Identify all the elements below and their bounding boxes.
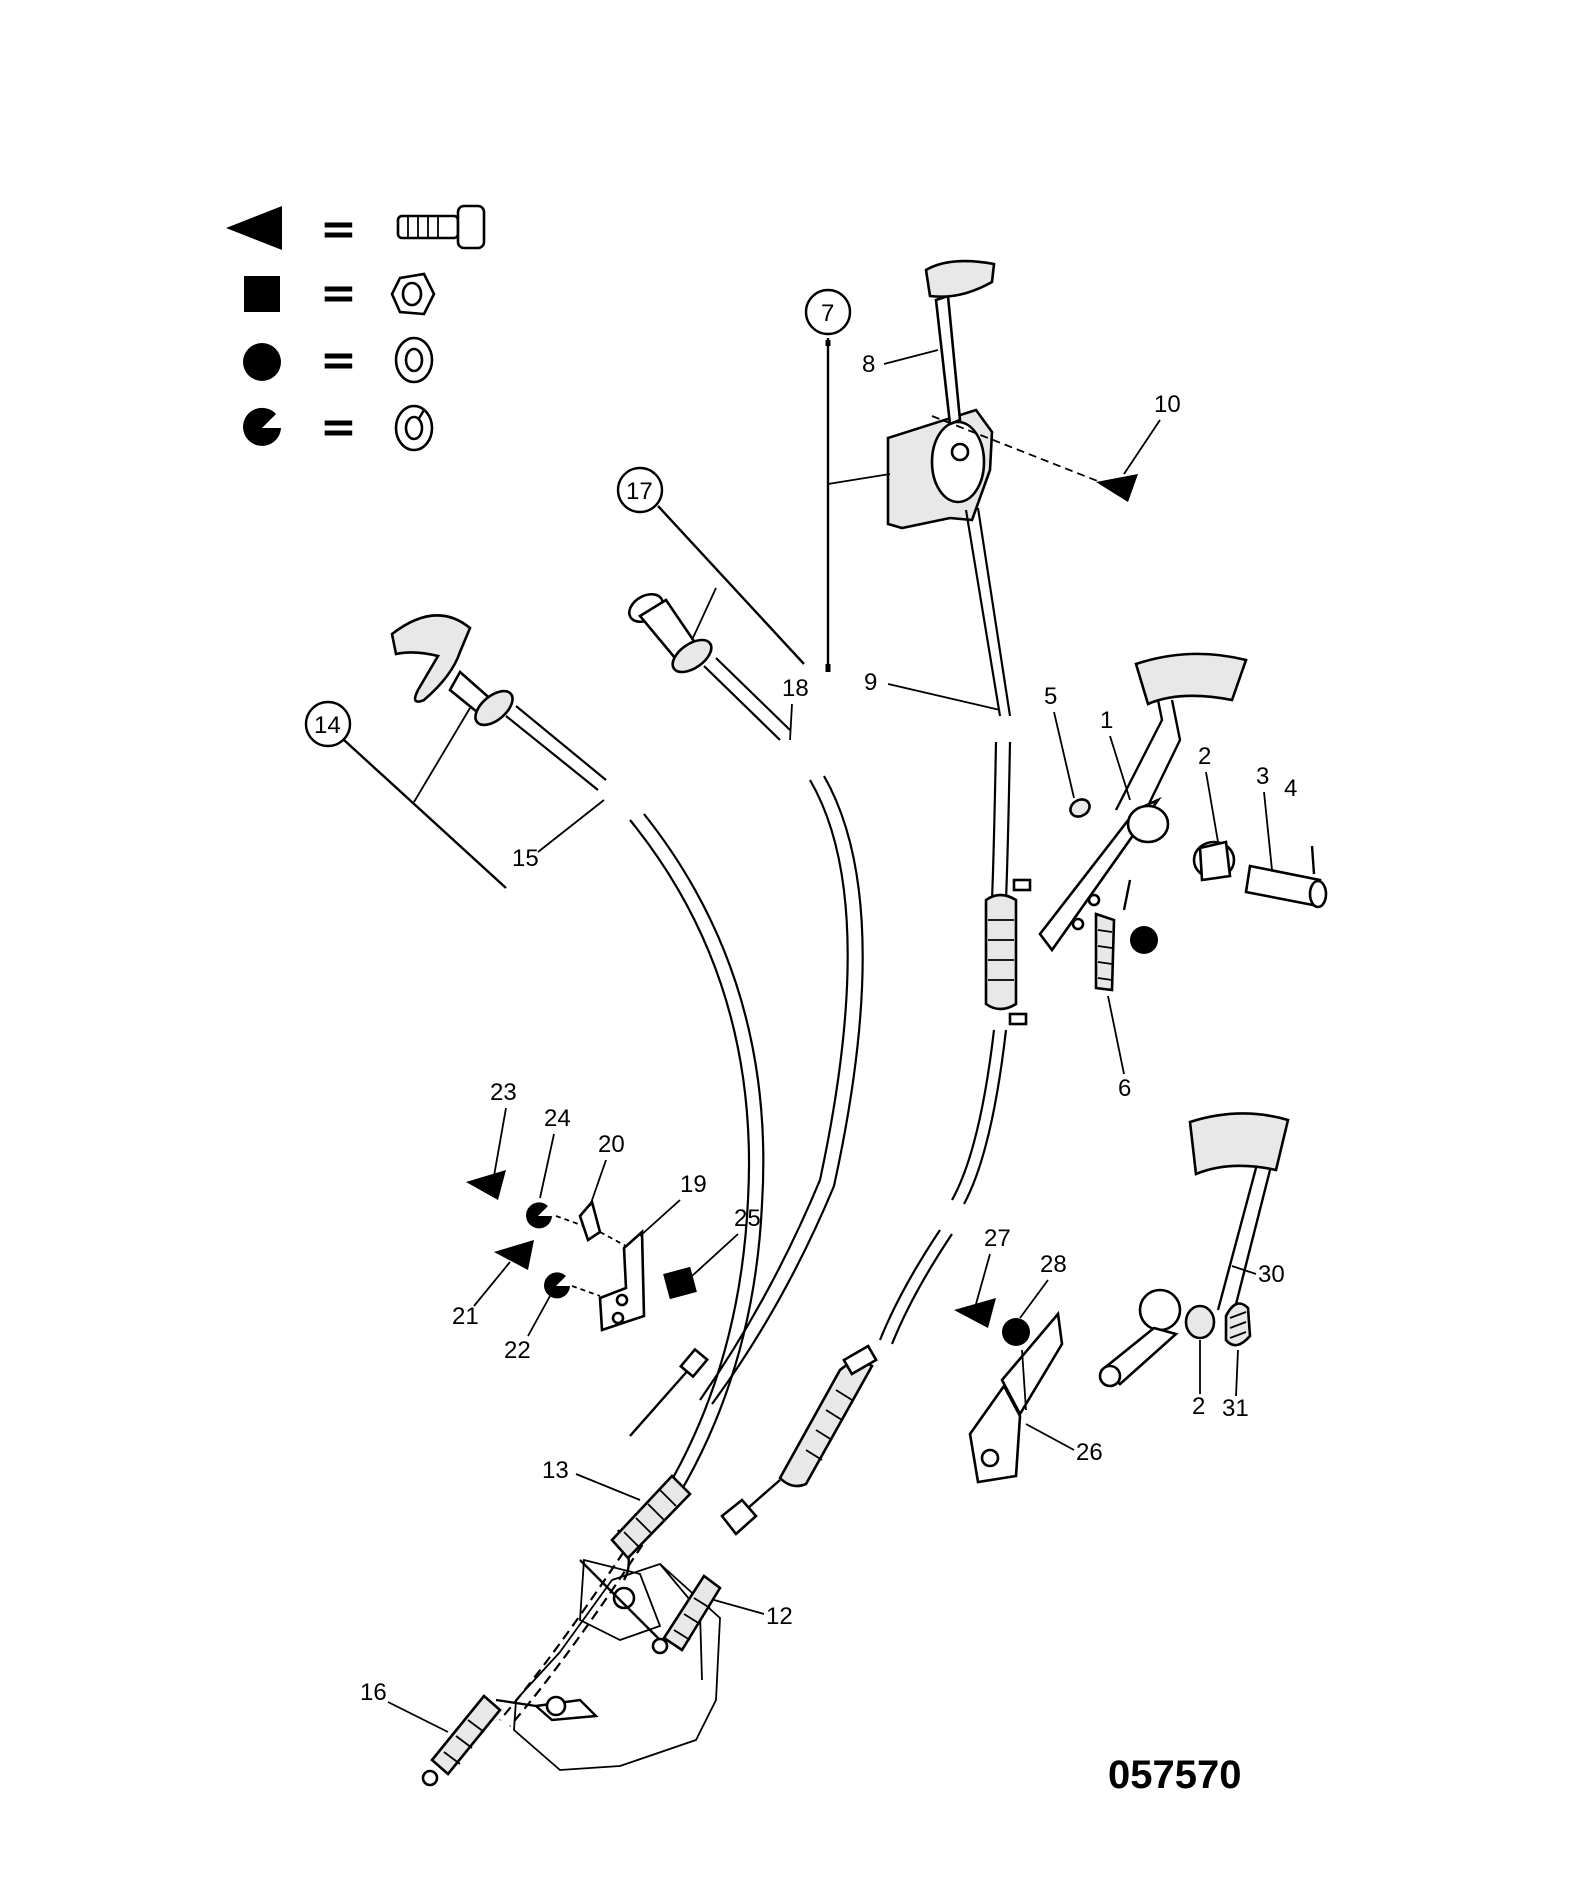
square-symbol-icon xyxy=(244,276,280,312)
callout-10: 10 xyxy=(1154,391,1181,418)
callout-22: 22 xyxy=(504,1337,531,1364)
callout-19: 19 xyxy=(680,1171,707,1198)
nut-symbol-icon xyxy=(663,1266,697,1300)
callout-2b: 2 xyxy=(1192,1393,1205,1420)
circle-symbol-icon xyxy=(243,343,281,381)
callout-27: 27 xyxy=(984,1225,1011,1252)
stop-control-assembly xyxy=(390,614,765,1507)
bolt-symbol-icon xyxy=(1096,474,1138,502)
legend: = = = = xyxy=(226,204,486,453)
callout-12: 12 xyxy=(766,1603,793,1630)
bolt-symbol-icon xyxy=(494,1240,534,1270)
callout-7-ref: 7 xyxy=(804,288,852,672)
return-spring-13 xyxy=(610,1474,692,1581)
bolt-symbol-icon xyxy=(954,1298,996,1328)
washer-icon xyxy=(394,336,434,384)
callout-23: 23 xyxy=(490,1079,517,1106)
callout-9: 9 xyxy=(864,669,877,696)
triangle-symbol-icon xyxy=(226,206,282,250)
callout-30: 30 xyxy=(1258,1261,1285,1288)
choke-control-assembly xyxy=(627,592,864,1405)
washer-symbol-icon xyxy=(1130,926,1158,954)
callout-26: 26 xyxy=(1076,1439,1103,1466)
nut-icon xyxy=(390,272,436,316)
callout-6: 6 xyxy=(1118,1075,1131,1102)
cable-clamp-bracket xyxy=(555,1199,646,1332)
callout-1: 1 xyxy=(1100,707,1113,734)
accelerator-pedal-assembly xyxy=(1038,652,1328,992)
callout-2a: 2 xyxy=(1198,743,1211,770)
lock-washer-icon xyxy=(526,1202,552,1229)
bolt-symbol-icon xyxy=(466,1170,506,1200)
legend-equals-4: = xyxy=(320,402,357,453)
mounting-bracket xyxy=(954,1298,1064,1484)
lock-washer-icon xyxy=(544,1272,570,1299)
callout-14-ref: 14 xyxy=(304,700,507,889)
callout-4: 4 xyxy=(1284,775,1297,802)
return-spring-12 xyxy=(651,1574,722,1655)
callout-3: 3 xyxy=(1256,763,1269,790)
callout-21: 21 xyxy=(452,1303,479,1330)
legend-equals-3: = xyxy=(320,335,357,386)
callout-25: 25 xyxy=(734,1205,761,1232)
callout-17-ref: 17 xyxy=(616,466,805,665)
lock-washer-icon xyxy=(394,404,434,452)
callout-15: 15 xyxy=(512,845,539,872)
callout-14: 14 xyxy=(314,712,341,739)
brake-pedal-assembly xyxy=(1098,1112,1290,1388)
callout-17: 17 xyxy=(626,478,653,505)
callout-18: 18 xyxy=(782,675,809,702)
notched-circle-symbol-icon xyxy=(243,407,281,446)
callout-20: 20 xyxy=(598,1131,625,1158)
return-spring-16 xyxy=(421,1694,537,1787)
legend-equals-2: = xyxy=(320,268,357,319)
throttle-control-assembly xyxy=(886,259,1012,717)
callout-7: 7 xyxy=(821,300,834,327)
callout-16: 16 xyxy=(360,1679,387,1706)
callout-5: 5 xyxy=(1044,683,1057,710)
figure-number: 057570 xyxy=(1108,1753,1241,1797)
callout-24: 24 xyxy=(544,1105,571,1132)
washer-symbol-icon xyxy=(1002,1318,1030,1346)
legend-equals-1: = xyxy=(320,204,357,255)
callout-13: 13 xyxy=(542,1457,569,1484)
throttle-cable xyxy=(720,741,1032,1536)
callout-31: 31 xyxy=(1222,1395,1249,1422)
bolt-icon xyxy=(396,204,486,250)
callout-8: 8 xyxy=(862,351,875,378)
callout-28: 28 xyxy=(1040,1251,1067,1278)
